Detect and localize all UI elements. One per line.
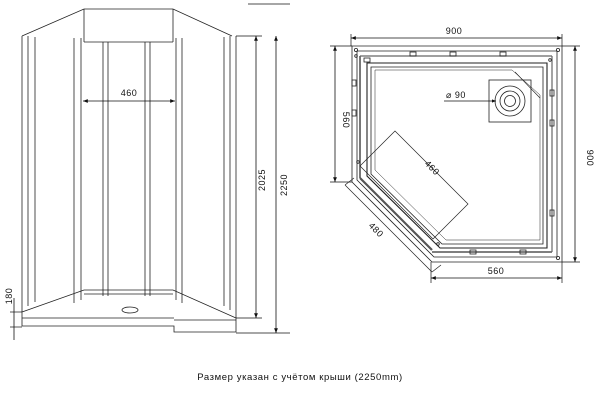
tray-inner-basin xyxy=(366,62,548,249)
total-height-dimension-label: 2250 xyxy=(279,174,289,196)
corner-screw xyxy=(436,242,440,246)
plan-depth-dimension-label: 900 xyxy=(585,150,595,167)
height-dimension-label: 2025 xyxy=(257,169,267,191)
corner-screw xyxy=(356,160,360,164)
drain-diameter-label: ⌀ 90 xyxy=(446,90,466,100)
drain-outer-ring xyxy=(494,85,526,117)
door-inner-dimension-box xyxy=(359,130,469,240)
shower-tray xyxy=(21,289,237,333)
tray-outline xyxy=(351,45,563,263)
drawing-caption: Размер указан с учётом крыши (2250mm) xyxy=(197,372,403,383)
tray-drain xyxy=(121,306,139,314)
plan-left-side-dimension-label: 560 xyxy=(341,112,351,129)
corner-screw xyxy=(548,58,552,62)
corner-screw xyxy=(354,54,358,58)
tray-height-dimension-label: 180 xyxy=(4,288,14,305)
plan-view xyxy=(344,45,563,273)
corner-screw xyxy=(556,48,561,53)
corner-screw xyxy=(353,48,358,53)
cabin-roof-outline xyxy=(21,8,233,37)
door-outer-dimension-box xyxy=(344,184,433,273)
corner-screw xyxy=(556,255,561,260)
door-outer-dimension-label: 480 xyxy=(367,220,386,239)
width-dimension-label: 460 xyxy=(121,88,138,98)
plan-bottom-side-dimension-label: 560 xyxy=(488,266,505,276)
front-view xyxy=(21,8,237,333)
plan-width-dimension-label: 900 xyxy=(446,26,463,36)
drain-inner-ring xyxy=(504,95,516,107)
